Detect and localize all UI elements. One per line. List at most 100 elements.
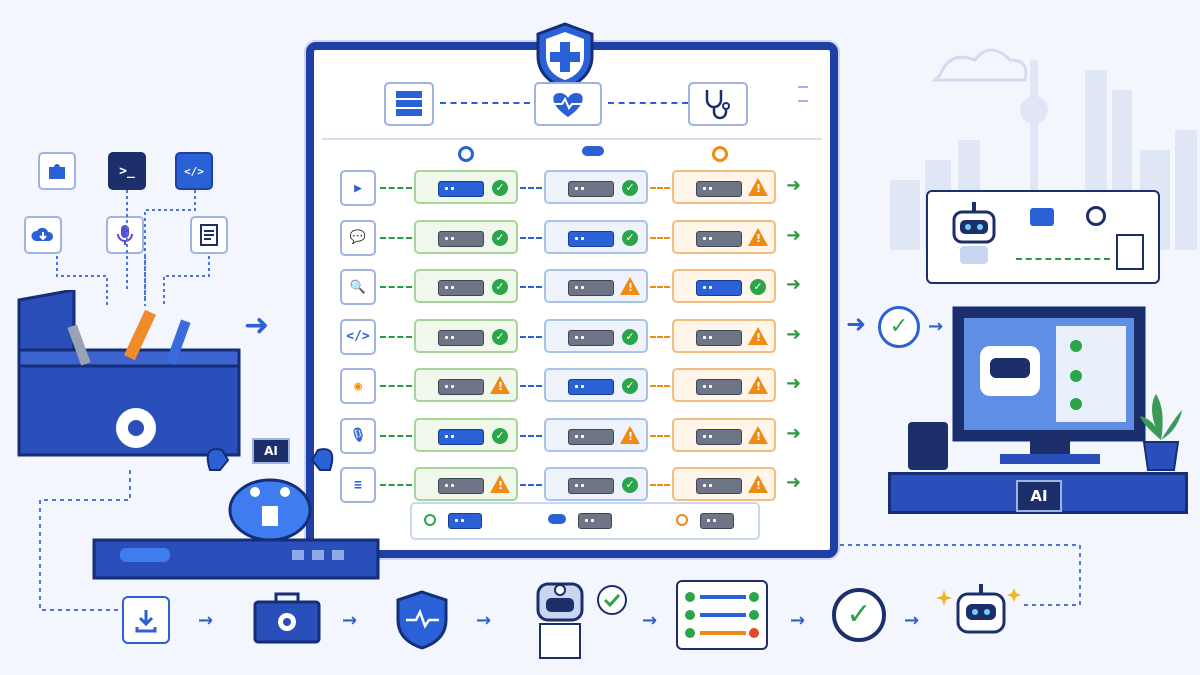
row-rss-tile[interactable]: ◉ xyxy=(340,368,376,404)
row-search-tile[interactable]: 🔍 xyxy=(340,269,376,305)
warning-icon xyxy=(748,425,768,444)
header-connector-2 xyxy=(608,102,688,104)
health-cell-orange[interactable] xyxy=(672,417,776,452)
flow-arrow-3: → xyxy=(476,610,492,631)
health-cell-blue[interactable]: ✓ xyxy=(544,170,648,204)
row-connector xyxy=(380,286,412,288)
legend-bar xyxy=(410,502,760,540)
health-cell-orange[interactable] xyxy=(672,318,776,353)
terminal-icon: >_ xyxy=(119,163,135,179)
heart-monitor-tile[interactable] xyxy=(534,82,602,126)
cell-connector xyxy=(520,434,542,437)
health-cell-green[interactable]: ✓ xyxy=(414,417,518,452)
arrow-to-dashboard: ➜ xyxy=(244,308,270,343)
warning-icon xyxy=(490,475,510,493)
server-icon xyxy=(568,280,614,296)
chat-icon: 💬 xyxy=(349,230,367,245)
stethoscope-tile[interactable] xyxy=(688,82,748,126)
checklist-step[interactable] xyxy=(676,580,768,650)
check-icon: ✓ xyxy=(622,180,638,196)
cell-connector xyxy=(520,385,542,387)
row-microphone-tile[interactable]: 🎙 xyxy=(340,417,376,454)
warning-icon xyxy=(748,227,768,246)
plant-icon xyxy=(1140,394,1182,471)
microphone-tile[interactable] xyxy=(106,216,144,254)
panel-menu-icon[interactable] xyxy=(798,86,808,102)
health-cell-green[interactable] xyxy=(414,467,518,501)
health-cell-blue[interactable]: ✓ xyxy=(544,219,648,254)
server-icon xyxy=(568,379,614,395)
workflow-loop-lines xyxy=(39,470,1081,611)
check-icon: ✓ xyxy=(622,328,638,345)
server-icon xyxy=(696,181,742,197)
keyboard-platform xyxy=(92,538,380,580)
puzzle-icon xyxy=(49,164,65,179)
coffee-mug-icon xyxy=(908,422,948,470)
server-icon xyxy=(568,181,614,197)
health-cell-green[interactable]: ✓ xyxy=(414,269,518,303)
warning-icon xyxy=(620,277,640,295)
row-output-arrow: ➜ xyxy=(786,373,802,394)
health-cell-green[interactable]: ✓ xyxy=(414,318,518,353)
health-cell-green[interactable]: ✓ xyxy=(414,170,518,204)
health-cell-orange[interactable] xyxy=(672,467,776,501)
panel-divider xyxy=(322,138,822,140)
server-icon xyxy=(438,181,484,197)
code-tile[interactable]: </> xyxy=(175,152,213,190)
health-cell-blue[interactable]: ✓ xyxy=(544,318,648,353)
server-icon xyxy=(438,379,484,395)
terminal-tile[interactable]: >_ xyxy=(108,152,146,190)
server-icon xyxy=(568,478,614,494)
row-video-tile[interactable]: ▶ xyxy=(340,170,376,206)
check-icon: ✓ xyxy=(492,328,508,345)
cell-connector xyxy=(520,286,542,288)
health-cell-orange[interactable] xyxy=(672,219,776,254)
row-document-tile[interactable]: ≡ xyxy=(340,467,376,503)
warning-icon xyxy=(748,475,768,493)
server-icon xyxy=(696,280,742,296)
bubble-search-icon xyxy=(1086,206,1106,226)
server-icon xyxy=(696,230,742,247)
server-icon xyxy=(568,428,614,445)
download-step[interactable] xyxy=(122,596,170,644)
row-connector xyxy=(380,335,412,338)
server-icon xyxy=(696,478,742,494)
health-cell-blue[interactable] xyxy=(544,269,648,303)
health-cell-blue[interactable]: ✓ xyxy=(544,368,648,402)
download-icon xyxy=(135,610,157,633)
health-cell-green[interactable]: ✓ xyxy=(414,219,518,254)
cloud-download-tile[interactable] xyxy=(24,216,62,254)
health-cell-orange[interactable] xyxy=(672,368,776,402)
robot-doctor-icon xyxy=(536,582,627,659)
puzzle-tile[interactable] xyxy=(38,152,76,190)
server-icon xyxy=(438,428,484,445)
health-cell-green[interactable] xyxy=(414,368,518,402)
cell-connector xyxy=(650,484,670,486)
row-code-tile[interactable]: </> xyxy=(340,318,376,355)
health-cell-orange[interactable] xyxy=(672,170,776,204)
health-cell-blue[interactable]: ✓ xyxy=(544,467,648,501)
server-icon xyxy=(438,280,484,296)
cell-connector xyxy=(520,335,542,338)
heart-monitor-icon xyxy=(553,93,583,117)
flow-arrow-5: → xyxy=(790,610,806,631)
health-cell-blue[interactable] xyxy=(544,417,648,452)
row-connector xyxy=(380,236,412,239)
health-cell-orange[interactable]: ✓ xyxy=(672,269,776,303)
server-icon xyxy=(438,329,484,346)
check-icon: ✓ xyxy=(622,378,638,394)
check-icon: ✓ xyxy=(622,477,638,493)
server-tile[interactable] xyxy=(384,82,434,126)
column-marker-orange xyxy=(712,146,728,162)
desk-ai-badge: AI xyxy=(1016,480,1062,512)
crab-mascot xyxy=(206,448,334,542)
code-icon: </> xyxy=(346,329,370,344)
row-chat-tile[interactable]: 💬 xyxy=(340,219,376,256)
check-icon: ✓ xyxy=(492,427,508,444)
validated-check-icon: ✓ xyxy=(878,306,920,348)
code-icon: </> xyxy=(184,164,204,178)
legend-green-server xyxy=(448,513,482,529)
column-marker-blue xyxy=(582,146,604,156)
document-tile[interactable] xyxy=(190,216,228,254)
row-output-arrow: ➜ xyxy=(786,472,802,493)
